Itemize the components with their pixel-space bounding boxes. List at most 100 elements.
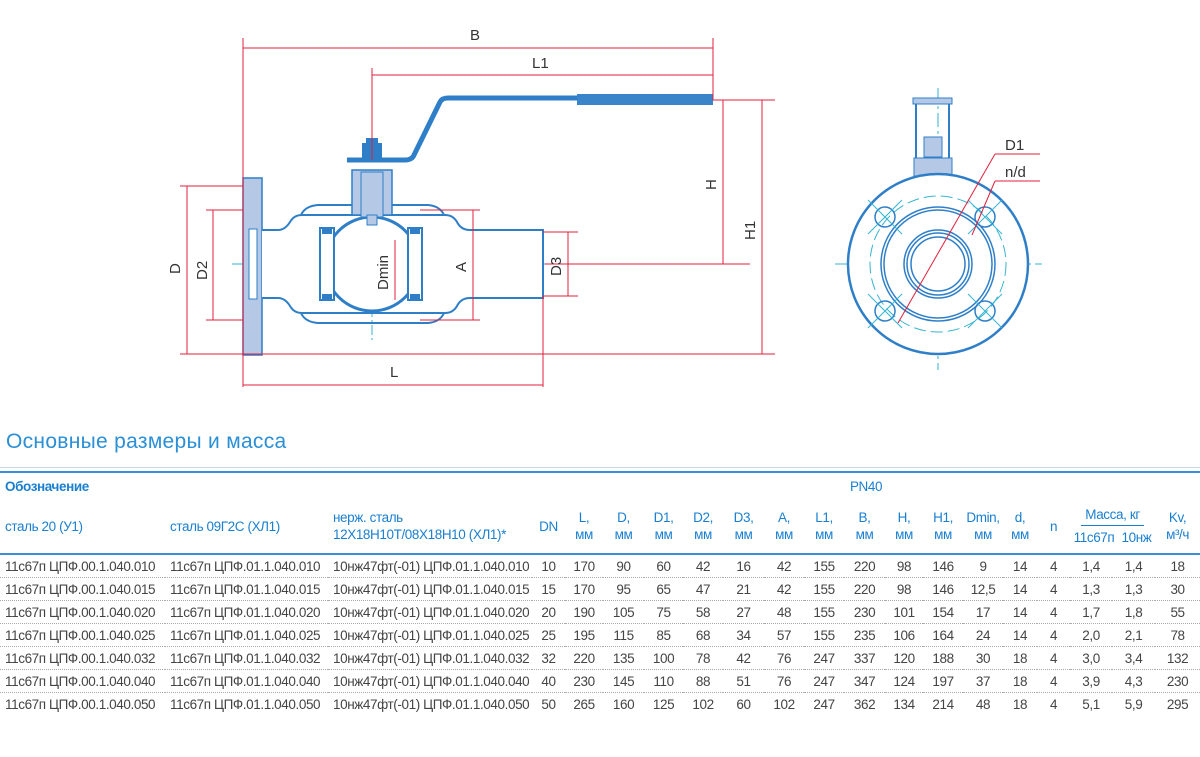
value-cell: 3,9: [1070, 669, 1113, 693]
designation-cell: 11с67п ЦПФ.00.1.040.040: [0, 669, 165, 693]
col-mass-title: Масса, кг: [1081, 506, 1144, 526]
value-cell: 4: [1037, 669, 1071, 693]
value-cell: 42: [764, 577, 805, 601]
value-cell: 76: [764, 646, 805, 670]
pressure-header: PN40: [849, 478, 883, 494]
value-cell: 337: [844, 646, 886, 670]
col-dim-unit: мм: [694, 527, 712, 542]
dim-label-h1: H1: [742, 221, 759, 240]
col-stainless: нерж. сталь 12Х18Н10Т/08Х18Н10 (ХЛ1)*: [328, 499, 533, 555]
value-cell: 76: [764, 669, 805, 693]
table-row: 11с67п ЦПФ.00.1.040.050 11с67п ЦПФ.01.1.0…: [0, 693, 1200, 716]
value-cell: 1,3: [1112, 577, 1156, 601]
col-dim-unit: мм: [934, 527, 952, 542]
value-cell: 78: [1155, 623, 1200, 647]
handle-grip: [577, 94, 713, 105]
designation-cell: 11с67п ЦПФ.00.1.040.020: [0, 600, 165, 624]
col-dim-name: B,: [858, 510, 871, 525]
value-cell: 146: [923, 577, 964, 601]
value-cell: 2,1: [1112, 623, 1156, 647]
col-dim-name: d,: [1014, 510, 1026, 525]
value-cell: 14: [1003, 600, 1038, 624]
value-cell: 75: [644, 600, 684, 624]
value-cell: 55: [1155, 600, 1200, 624]
value-cell: 154: [923, 600, 964, 624]
designation-cell: 11с67п ЦПФ.01.1.040.025: [165, 623, 328, 647]
col-dim: L,мм: [565, 499, 604, 555]
designation-cell: 11с67п ЦПФ.01.1.040.020: [165, 600, 328, 624]
value-cell: 155: [804, 623, 845, 647]
value-cell: 120: [885, 646, 924, 670]
value-cell: 14: [1003, 623, 1038, 647]
col-dn: DN: [532, 499, 566, 555]
value-cell: 4: [1037, 623, 1071, 647]
value-cell: 110: [644, 669, 684, 693]
value-cell: 4: [1037, 646, 1071, 670]
value-cell: 124: [885, 669, 924, 693]
designation-cell: 11с67п ЦПФ.01.1.040.032: [165, 646, 328, 670]
value-cell: 27: [723, 600, 765, 624]
dim-label-l: L: [390, 364, 398, 381]
value-cell: 48: [764, 600, 805, 624]
value-cell: 170: [565, 577, 604, 601]
value-cell: 78: [683, 646, 724, 670]
value-cell: 102: [773, 696, 795, 712]
value-cell: 100: [644, 646, 684, 670]
value-cell: 235: [844, 623, 886, 647]
value-cell: 1,3: [1070, 577, 1113, 601]
front-view: D1 n/d: [835, 88, 1042, 370]
value-cell: 12,5: [963, 577, 1004, 601]
value-cell: 347: [844, 669, 886, 693]
value-cell: 190: [565, 600, 604, 624]
divider: [0, 467, 1200, 468]
value-cell: 21: [723, 577, 765, 601]
value-cell: 20: [532, 600, 566, 624]
col-dim-name: D2,: [693, 510, 713, 525]
designation-cell: 11с67п ЦПФ.01.1.040.050: [170, 696, 321, 712]
dim-label-d2: D2: [194, 261, 211, 280]
col-steel20: сталь 20 (У1): [0, 499, 165, 555]
value-cell: 230: [1155, 669, 1200, 693]
col-dim-name: A,: [778, 510, 791, 525]
value-cell: 14: [1003, 554, 1038, 578]
designation-cell: 11с67п ЦПФ.00.1.040.050: [5, 696, 156, 712]
value-cell: 247: [813, 696, 835, 712]
designation-cell: 10нж47фт(-01) ЦПФ.01.1.040.025: [328, 623, 533, 647]
value-cell: 24: [963, 623, 1004, 647]
value-cell: 214: [932, 696, 954, 712]
value-cell: 102: [692, 696, 714, 712]
value-cell: 155: [804, 600, 845, 624]
value-cell: 1,4: [1112, 554, 1156, 578]
value-cell: 51: [723, 669, 765, 693]
value-cell: 57: [764, 623, 805, 647]
col-dim-name: Dmin,: [966, 510, 1000, 525]
value-cell: 9: [963, 554, 1004, 578]
value-cell: 4: [1037, 554, 1071, 578]
value-cell: 98: [885, 577, 924, 601]
dim-label-l1: L1: [532, 55, 549, 72]
dim-label-d1: D1: [1005, 137, 1024, 154]
dimensions-table: Обозначение PN40 сталь 20 (У1) сталь 09Г…: [0, 471, 1200, 715]
value-cell: 197: [923, 669, 964, 693]
value-cell: 65: [644, 577, 684, 601]
dim-label-h: H: [703, 179, 720, 190]
designation-cell: 10нж47фт(-01) ЦПФ.01.1.040.050: [333, 696, 530, 712]
designation-cell: 10нж47фт(-01) ЦПФ.01.1.040.032: [328, 646, 533, 670]
col-dim: D3,мм: [723, 499, 765, 555]
value-cell: 25: [532, 623, 566, 647]
value-cell: 60: [736, 696, 751, 712]
value-cell: 48: [975, 696, 991, 712]
value-cell: 230: [565, 669, 604, 693]
col-dim-name: D,: [617, 510, 630, 525]
col-dim: A,мм: [764, 499, 805, 555]
designation-cell: 10нж47фт(-01) ЦПФ.01.1.040.015: [328, 577, 533, 601]
col-stainless-line1: нерж. сталь: [333, 510, 403, 525]
value-cell: 2,0: [1070, 623, 1113, 647]
value-cell: 30: [963, 646, 1004, 670]
value-cell: 4: [1049, 696, 1058, 712]
value-cell: 3,4: [1112, 646, 1156, 670]
value-cell: 18: [1003, 646, 1038, 670]
value-cell: 3,0: [1070, 646, 1113, 670]
